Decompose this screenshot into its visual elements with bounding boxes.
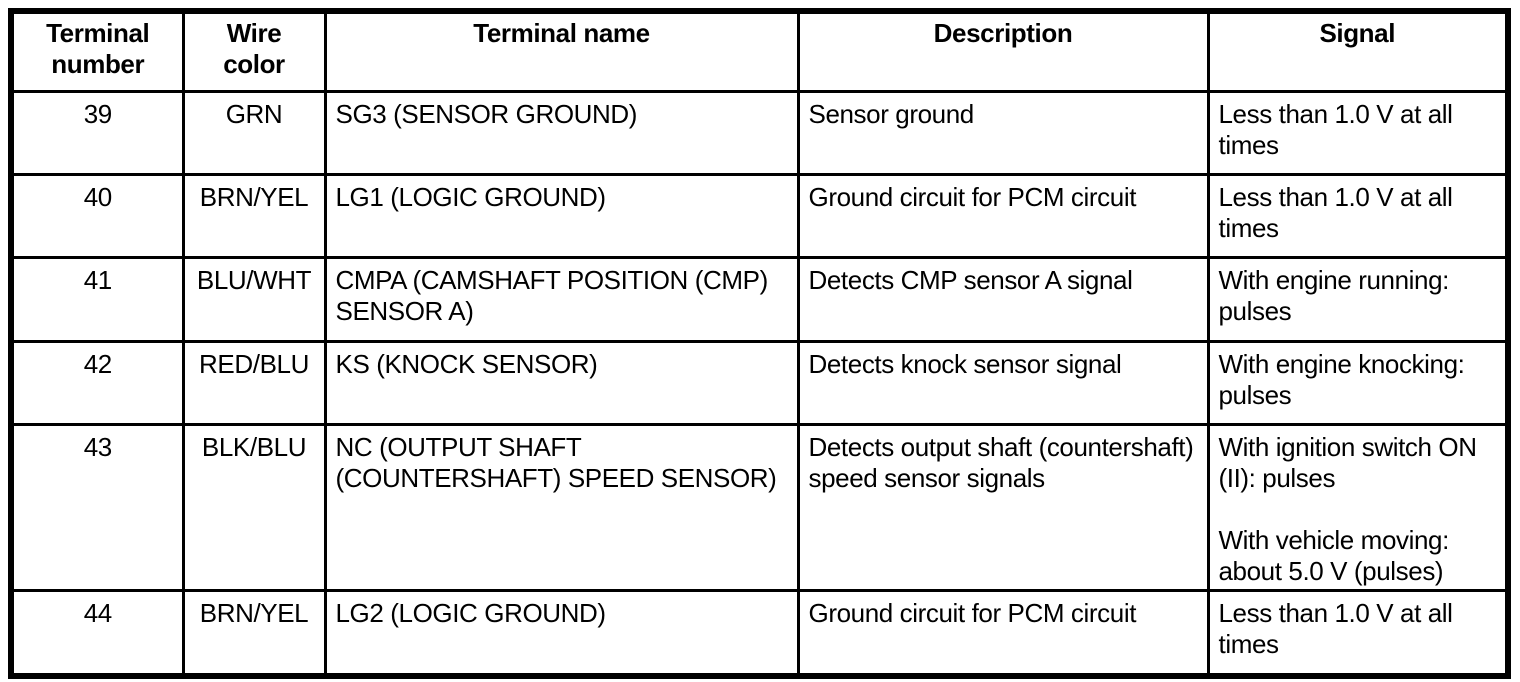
column-header-terminal-name: Terminal name [323,9,800,93]
column-header-signal: Signal [1206,9,1510,93]
cell-description: Ground circuit for PCM circuit [796,172,1210,259]
column-header-terminal-number: Terminal number [9,9,185,93]
cell-wire-color: RED/BLU [181,339,327,426]
cell-description: Detects knock sensor signal [796,339,1210,426]
cell-description: Sensor ground [796,89,1210,176]
cell-terminal-number: 43 [9,422,185,592]
cell-wire-color: BLU/WHT [181,255,327,343]
cell-terminal-name: KS (KNOCK SENSOR) [323,339,800,426]
cell-terminal-name: LG1 (LOGIC GROUND) [323,172,800,259]
cell-signal: Less than 1.0 V at all times [1206,588,1510,678]
pcm-terminal-table: Terminal number Wire color Terminal name… [8,8,1511,679]
header-row: Terminal number Wire color Terminal name… [9,9,1510,93]
cell-wire-color: BLK/BLU [181,422,327,592]
cell-terminal-name: CMPA (CAMSHAFT POSITION (CMP) SENSOR A) [323,255,800,343]
column-header-description: Description [796,9,1210,93]
cell-description: Detects output shaft (countershaft) spee… [796,422,1210,592]
cell-terminal-number: 44 [9,588,185,678]
cell-terminal-number: 41 [9,255,185,343]
cell-signal: With engine knocking: pulses [1206,339,1510,426]
cell-wire-color: BRN/YEL [181,172,327,259]
cell-description: Ground circuit for PCM circuit [796,588,1210,678]
cell-terminal-name: SG3 (SENSOR GROUND) [323,89,800,176]
table-row-terminal-41: 41 BLU/WHT CMPA (CAMSHAFT POSITION (CMP)… [9,255,1510,343]
cell-terminal-number: 40 [9,172,185,259]
cell-signal: Less than 1.0 V at all times [1206,172,1510,259]
column-header-wire-color: Wire color [181,9,327,93]
cell-signal: With ignition switch ON (II): pulses Wit… [1206,422,1510,592]
cell-wire-color: BRN/YEL [181,588,327,678]
cell-terminal-name: NC (OUTPUT SHAFT (COUNTERSHAFT) SPEED SE… [323,422,800,592]
table-row-terminal-39: 39 GRN SG3 (SENSOR GROUND) Sensor ground… [9,89,1510,176]
cell-signal: Less than 1.0 V at all times [1206,89,1510,176]
cell-terminal-number: 39 [9,89,185,176]
cell-terminal-number: 42 [9,339,185,426]
cell-wire-color: GRN [181,89,327,176]
table-row-terminal-40: 40 BRN/YEL LG1 (LOGIC GROUND) Ground cir… [9,172,1510,259]
table-row-terminal-43: 43 BLK/BLU NC (OUTPUT SHAFT (COUNTERSHAF… [9,422,1510,592]
cell-description: Detects CMP sensor A signal [796,255,1210,343]
cell-signal: With engine running: pulses [1206,255,1510,343]
table-row-terminal-44: 44 BRN/YEL LG2 (LOGIC GROUND) Ground cir… [9,588,1510,678]
table-row-terminal-42: 42 RED/BLU KS (KNOCK SENSOR) Detects kno… [9,339,1510,426]
cell-terminal-name: LG2 (LOGIC GROUND) [323,588,800,678]
